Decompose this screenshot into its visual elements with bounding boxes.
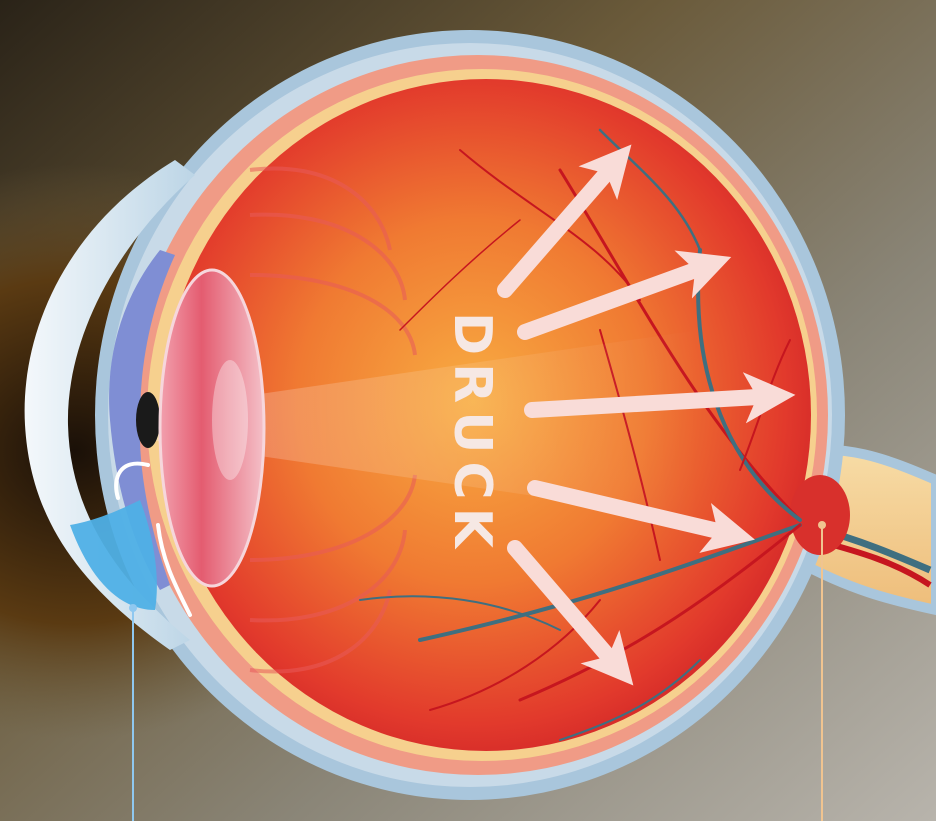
druck-label: DRUCK bbox=[442, 312, 502, 556]
lens-highlight bbox=[212, 360, 248, 480]
pupil bbox=[136, 392, 160, 448]
optic-disc bbox=[790, 475, 850, 555]
lens bbox=[160, 270, 264, 586]
